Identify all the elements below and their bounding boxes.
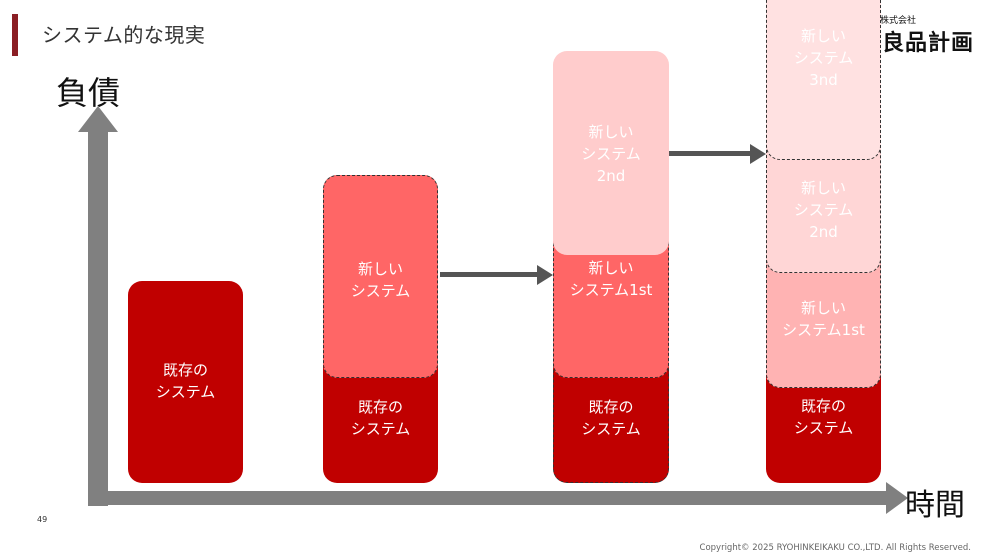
copyright-text: Copyright© 2025 RYOHINKEIKAKU CO.,LTD. A… (699, 543, 971, 553)
stage1-legacy-system-box: 既存の システム (128, 281, 243, 483)
logo-main-text: 良品計画 (882, 31, 975, 56)
stage3-legacy-label: 既存の システム (581, 398, 641, 438)
stage2-to-stage3-arrow-line (440, 272, 538, 277)
stage4-new-2nd-label: 新しい システム 2nd (793, 179, 854, 241)
stage1-legacy-label: 既存の システム (155, 361, 216, 401)
stage4-legacy-label: 既存の システム (793, 397, 854, 437)
stage2-to-stage3-arrow-head (537, 265, 553, 285)
y-axis-arrow-shaft (88, 130, 108, 506)
stage4-new-3rd-system-box: 新しい システム 3nd (766, 0, 881, 160)
stage3-new-2nd-system-box: 新しい システム 2nd (553, 51, 669, 255)
stage2-new-system-box: 新しい システム (323, 175, 438, 378)
logo-small-text: 株式会社 (880, 16, 917, 26)
stage3-new-2nd-label: 新しい システム 2nd (581, 123, 641, 185)
stage3-to-stage4-arrow-line (669, 151, 751, 156)
x-axis-arrow-shaft (88, 491, 888, 505)
page-number: 49 (37, 515, 48, 524)
x-axis-label: 時間 (905, 488, 965, 523)
stage3-to-stage4-arrow-head (750, 144, 766, 164)
stage2-legacy-label: 既存の システム (350, 398, 411, 438)
y-axis-arrow-head (78, 106, 118, 132)
title-accent-bar (12, 14, 18, 56)
stage3-new-1st-label: 新しい システム1st (569, 259, 653, 299)
stage2-new-label: 新しい システム (350, 260, 411, 300)
stage4-new-3rd-label: 新しい システム 3nd (793, 27, 854, 89)
x-axis-arrow-head (886, 482, 908, 514)
slide-title: システム的な現実 (42, 23, 206, 47)
y-axis-label: 負債 (56, 74, 121, 112)
stage4-new-1st-label: 新しい システム1st (782, 299, 865, 339)
